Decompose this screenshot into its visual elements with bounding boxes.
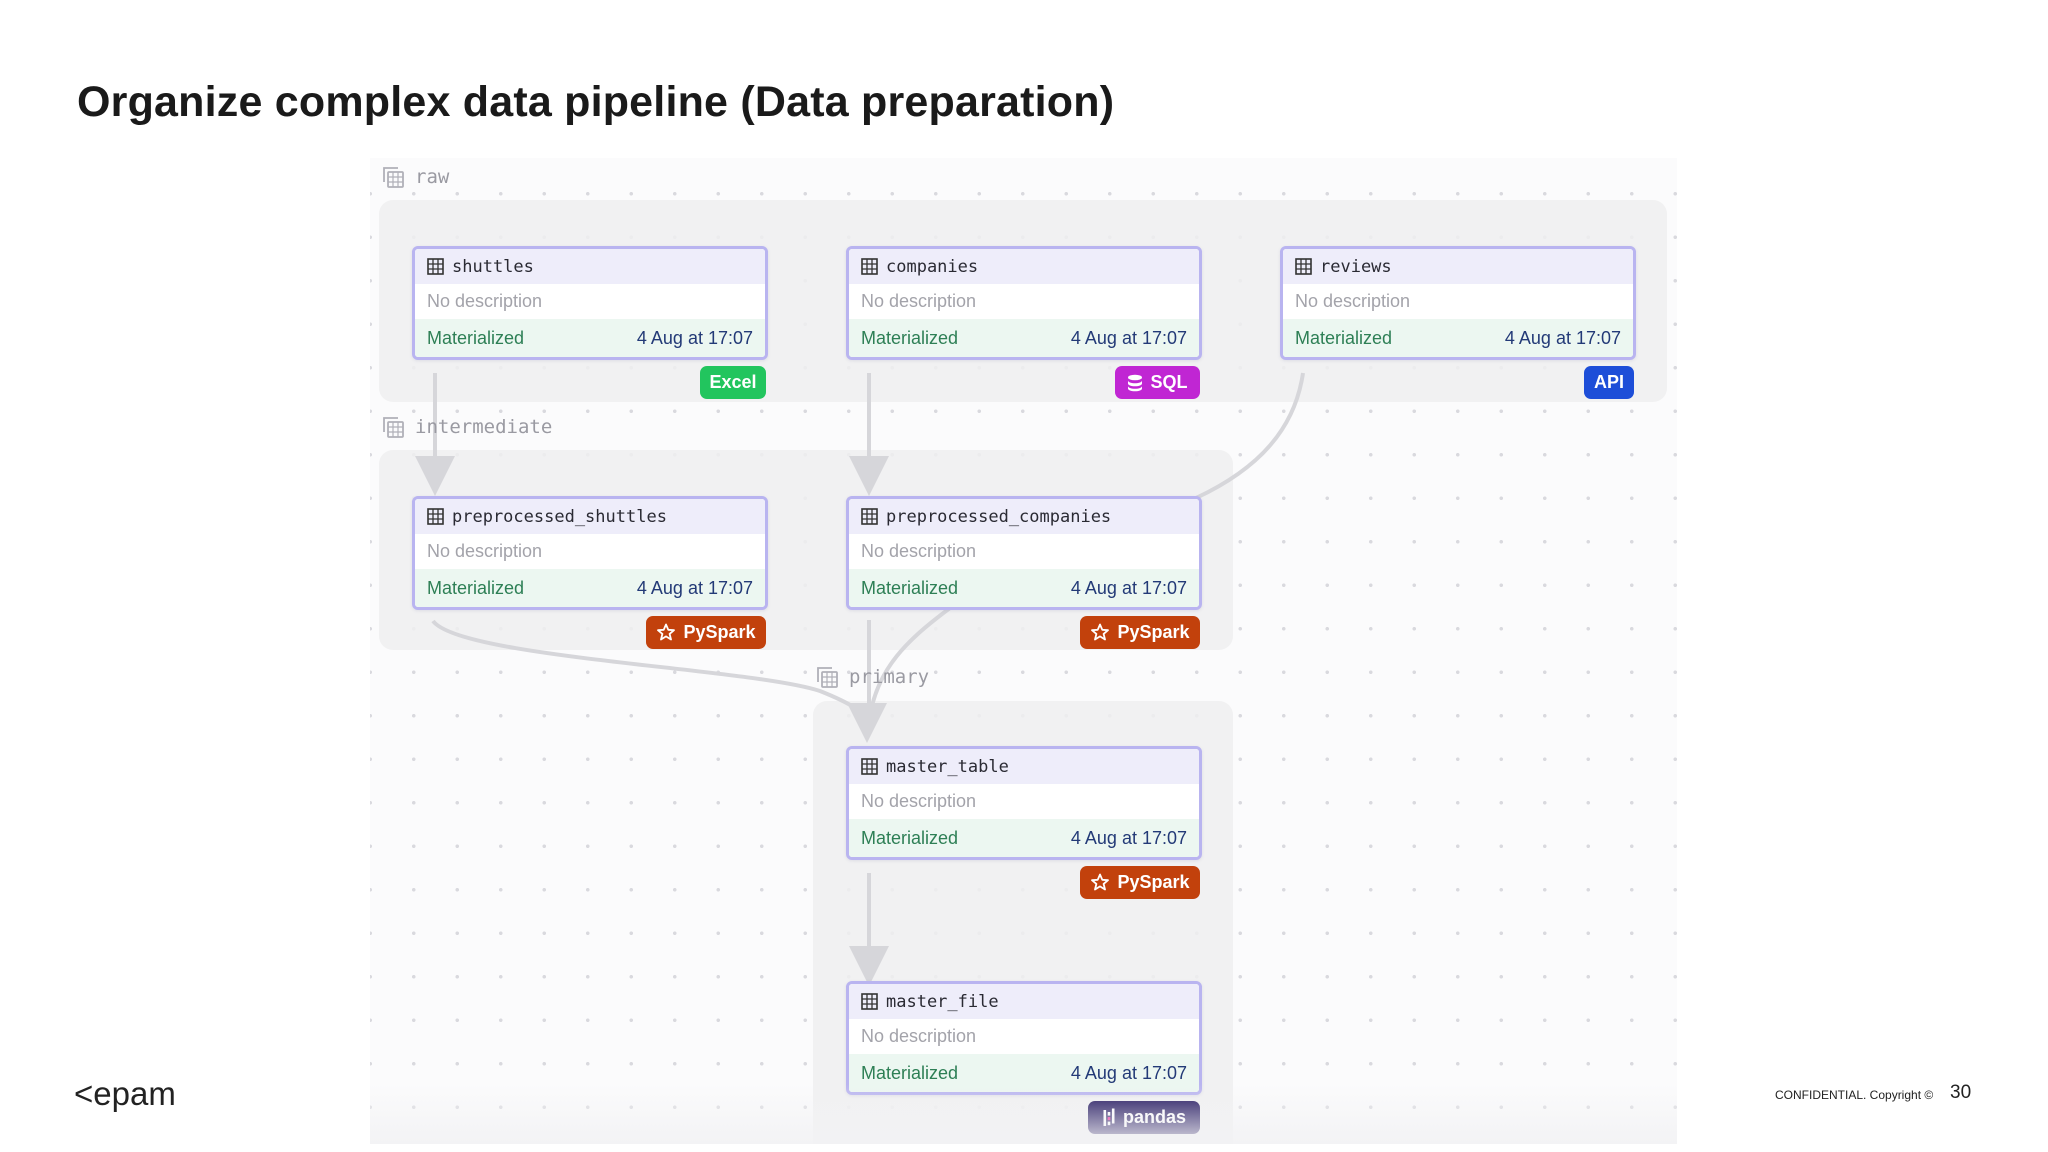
- status-label: Materialized: [861, 327, 959, 348]
- spark-icon: [1090, 873, 1110, 893]
- badge-label: API: [1594, 372, 1625, 392]
- node-status-row: Materialized 4 Aug at 17:07: [849, 319, 1199, 357]
- node-header: master_table: [849, 749, 1199, 784]
- status-label: Materialized: [427, 577, 525, 598]
- node-description: No description: [1295, 291, 1411, 311]
- node-header: preprocessed_shuttles: [415, 499, 765, 534]
- group-label-raw: raw: [381, 165, 449, 189]
- node-header: shuttles: [415, 249, 765, 284]
- svg-text:<epam>: <epam>: [74, 1075, 174, 1112]
- status-label: Materialized: [861, 827, 959, 848]
- group-label-text: intermediate: [415, 416, 553, 438]
- node-name: companies: [886, 256, 979, 277]
- node-name: reviews: [1320, 256, 1392, 277]
- database-icon: [1127, 374, 1143, 392]
- node-name: master_file: [886, 991, 999, 1012]
- node-master-file[interactable]: master_file No description Materialized …: [846, 981, 1202, 1095]
- slide-title: Organize complex data pipeline (Data pre…: [77, 78, 1115, 126]
- node-name: master_table: [886, 756, 1009, 777]
- node-preprocessed-companies[interactable]: preprocessed_companies No description Ma…: [846, 496, 1202, 610]
- node-status-row: Materialized 4 Aug at 17:07: [415, 569, 765, 607]
- node-header: master_file: [849, 984, 1199, 1019]
- status-timestamp: 4 Aug at 17:07: [1070, 327, 1187, 348]
- badge-label: PySpark: [1117, 622, 1190, 642]
- group-label-text: primary: [849, 666, 930, 688]
- table-icon: [861, 993, 878, 1010]
- node-description: No description: [427, 291, 543, 311]
- epam-logo: <epam>: [74, 1075, 174, 1112]
- edge-reviews-to-preprocessed-companies: [1195, 372, 1305, 500]
- badge-api[interactable]: API: [1584, 366, 1634, 399]
- node-preprocessed-shuttles[interactable]: preprocessed_shuttles No description Mat…: [412, 496, 768, 610]
- pipeline-edges: [415, 372, 1305, 986]
- status-timestamp: 4 Aug at 17:07: [1070, 1062, 1187, 1083]
- status-timestamp: 4 Aug at 17:07: [636, 327, 753, 348]
- status-label: Materialized: [1295, 327, 1393, 348]
- node-master-table[interactable]: master_table No description Materialized…: [846, 746, 1202, 860]
- node-header: preprocessed_companies: [849, 499, 1199, 534]
- table-icon: [427, 508, 444, 525]
- status-timestamp: 4 Aug at 17:07: [1070, 577, 1187, 598]
- table-icon: [427, 258, 444, 275]
- edge-preprocessed-companies-to-master-table-curve: [867, 606, 952, 724]
- spark-icon: [1090, 623, 1110, 643]
- status-timestamp: 4 Aug at 17:07: [1070, 827, 1187, 848]
- canvas-fade: [370, 1084, 1677, 1144]
- badge-label: Excel: [709, 372, 757, 392]
- badge-pyspark[interactable]: PySpark: [1080, 866, 1200, 899]
- node-status-row: Materialized 4 Aug at 17:07: [415, 319, 765, 357]
- footer-copyright: CONFIDENTIAL. Copyright ©: [1775, 1088, 1934, 1102]
- table-icon: [861, 258, 878, 275]
- node-status-row: Materialized 4 Aug at 17:07: [849, 819, 1199, 857]
- node-description: No description: [861, 791, 977, 811]
- status-timestamp: 4 Aug at 17:07: [636, 577, 753, 598]
- badge-pyspark[interactable]: PySpark: [646, 616, 766, 649]
- node-status-row: Materialized 4 Aug at 17:07: [1283, 319, 1633, 357]
- badge-label: SQL: [1150, 372, 1188, 392]
- edge-preprocessed-shuttles-to-master-table: [431, 619, 887, 743]
- node-name: shuttles: [452, 256, 534, 277]
- node-name: preprocessed_companies: [886, 506, 1112, 527]
- badge-excel[interactable]: Excel: [700, 366, 766, 399]
- node-status-row: Materialized 4 Aug at 17:07: [849, 569, 1199, 607]
- node-shuttles[interactable]: shuttles No description Materialized 4 A…: [412, 246, 768, 360]
- node-description: No description: [861, 1026, 977, 1046]
- status-label: Materialized: [427, 327, 525, 348]
- spark-icon: [656, 623, 676, 643]
- node-name: preprocessed_shuttles: [452, 506, 667, 527]
- node-header: companies: [849, 249, 1199, 284]
- group-label-intermediate: intermediate: [381, 415, 552, 439]
- status-label: Materialized: [861, 1062, 959, 1083]
- footer-page-number: 30: [1950, 1082, 1972, 1103]
- node-header: reviews: [1283, 249, 1633, 284]
- table-icon: [861, 508, 878, 525]
- node-companies[interactable]: companies No description Materialized 4 …: [846, 246, 1202, 360]
- node-reviews[interactable]: reviews No description Materialized 4 Au…: [1280, 246, 1636, 360]
- badge-label: PySpark: [1117, 872, 1190, 892]
- group-label-text: raw: [415, 166, 450, 188]
- badge-label: PySpark: [683, 622, 756, 642]
- node-description: No description: [861, 541, 977, 561]
- node-description: No description: [427, 541, 543, 561]
- status-label: Materialized: [861, 577, 959, 598]
- table-icon: [861, 758, 878, 775]
- status-timestamp: 4 Aug at 17:07: [1504, 327, 1621, 348]
- badge-sql[interactable]: SQL: [1115, 366, 1200, 399]
- layers-icon: [381, 165, 405, 189]
- group-label-primary: primary: [815, 665, 929, 689]
- badge-pyspark[interactable]: PySpark: [1080, 616, 1200, 649]
- table-icon: [1295, 258, 1312, 275]
- node-description: No description: [861, 291, 977, 311]
- layers-icon: [815, 665, 839, 689]
- layers-icon: [381, 415, 405, 439]
- pipeline-canvas[interactable]: raw intermediate primary shuttles No des…: [370, 158, 1677, 1144]
